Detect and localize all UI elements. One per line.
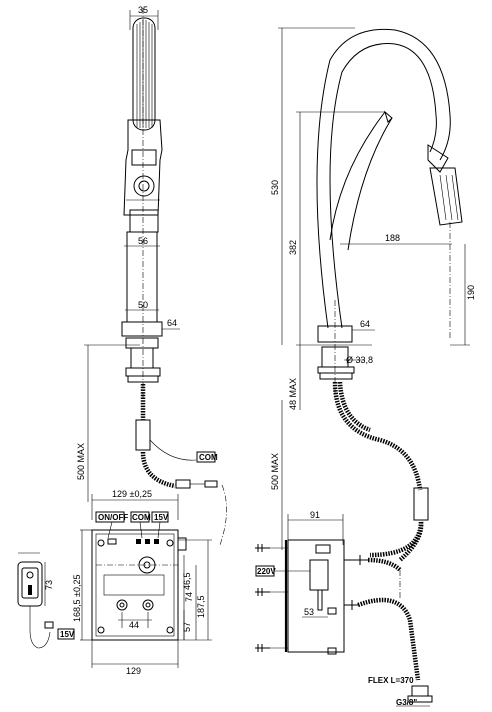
flex-label: FLEX L=370 [368,676,414,685]
dim-box-width-bottom: 129 [126,666,141,676]
thread-label: G3/8" [396,698,417,707]
15v-port-label: 15V [154,513,169,522]
dim-neck-width: 50 [138,300,148,310]
dim-hole-diameter: Ø 33,8 [346,355,373,365]
dim-box-height: 168,5 ±0,25 [72,575,82,622]
dim-box-d1: 46,5 [182,572,192,590]
dim-box-d2: 74 [184,592,194,602]
dim-right-box-depth: 53 [304,607,314,617]
dim-box-d4: 57 [182,622,192,632]
com-cable-label: COM [199,453,218,462]
dim-box-d3: 187,5 [196,595,206,618]
dim-box-width-top: 129 ±0,25 [112,489,152,499]
dim-height-total: 530 [270,180,280,195]
dim-max-thickness: 48 MAX [288,378,298,410]
control-box: 129 ±0,25 ON/OFF COM 15V 44 [72,489,212,676]
dim-spout-clearance: 190 [466,285,476,300]
dim-hose-length-left: 500 MAX [76,443,86,480]
dim-base-width-right: 64 [360,319,370,329]
on-off-label: ON/OFF [98,513,128,522]
dim-right-box-width: 91 [310,510,320,520]
dim-base-width-left: 64 [167,318,177,328]
sensor-icon: 73 15V [17,552,75,649]
front-view-faucet: 530 382 188 190 64 [270,27,476,562]
dim-reach: 188 [385,233,400,243]
dim-height-spout: 382 [288,240,298,255]
side-view-faucet: 35 56 50 64 [76,5,227,546]
install-assembly: 91 53 220V FLEX L=370 G3/8" [255,510,433,707]
dim-hole-spacing: 44 [129,620,139,630]
dim-sensor-height: 73 [44,580,54,590]
dim-hose-length-right: 500 MAX [270,453,280,490]
15v-sensor-label: 15V [60,630,75,639]
com-port-label: COM [132,513,151,522]
220v-label: 220V [257,567,276,576]
